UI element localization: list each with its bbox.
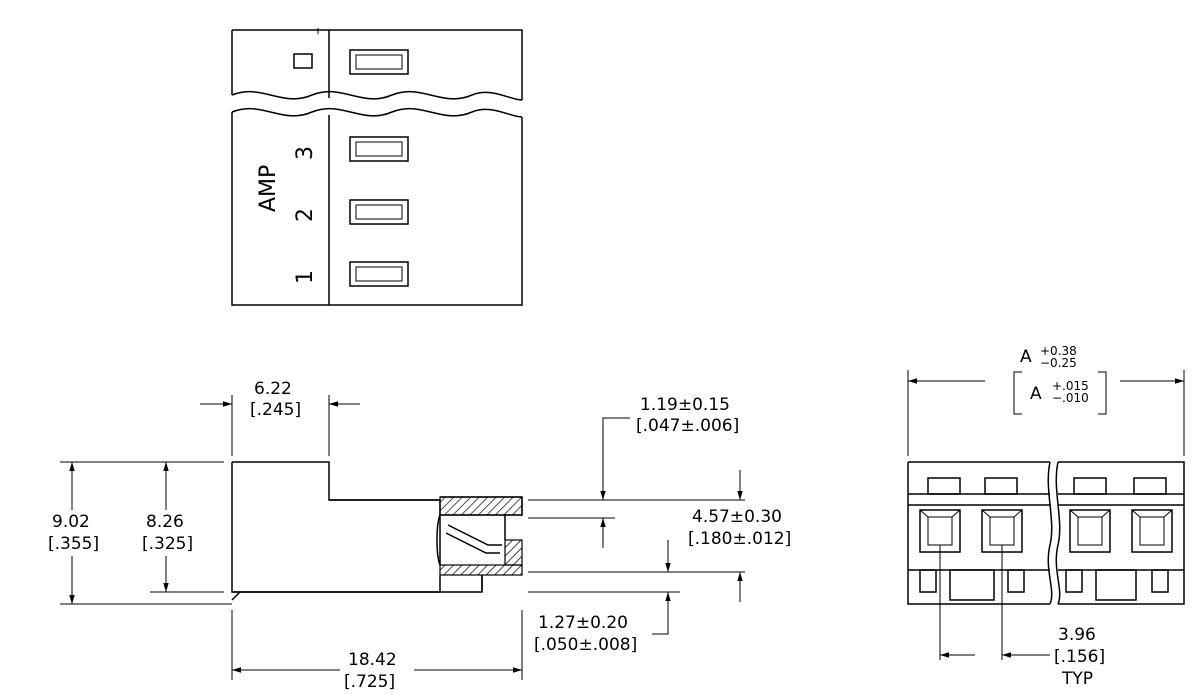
dim-height-inner-mm: 8.26 bbox=[146, 512, 184, 532]
dim-a-tol-minus: −0.25 bbox=[1040, 356, 1077, 370]
dim-pitch-note: TYP bbox=[1061, 669, 1093, 689]
side-view: 6.22 [.245] 9.02 [.355] 8.26 [.325] 18.4… bbox=[48, 379, 791, 692]
dim-a-tol-minus-in: −.010 bbox=[1052, 391, 1089, 405]
dim-height-total-mm: 9.02 bbox=[52, 512, 90, 532]
dim-pitch-mm: 3.96 bbox=[1058, 625, 1096, 645]
contact-windows bbox=[919, 509, 1173, 553]
dim-top-offset-in: [.047±.006] bbox=[636, 416, 739, 436]
pin-label-2: 2 bbox=[293, 208, 318, 222]
dim-a-letter-in: A bbox=[1030, 384, 1042, 404]
dim-length-in: [.725] bbox=[344, 672, 395, 692]
dim-width-in: [.245] bbox=[250, 400, 301, 420]
dim-top-offset-mm: 1.19±0.15 bbox=[640, 395, 730, 415]
pin-label-3: 3 bbox=[293, 146, 318, 160]
amp-label: AMP bbox=[256, 165, 281, 212]
front-view: A +0.38 −0.25 A +.015 −.010 3.96 [.156] … bbox=[907, 344, 1185, 689]
dim-bottom-offset-in: [.050±.008] bbox=[534, 635, 637, 655]
dim-length-mm: 18.42 bbox=[348, 650, 397, 670]
dim-bottom-offset-mm: 1.27±0.20 bbox=[538, 613, 628, 633]
dim-a-letter: A bbox=[1020, 347, 1032, 367]
dim-height-total-in: [.355] bbox=[48, 534, 99, 554]
dim-opening-mm: 4.57±0.30 bbox=[692, 507, 782, 527]
top-view: AMP 3 2 1 bbox=[231, 28, 523, 306]
dim-a-tol-plus: +0.38 bbox=[1040, 344, 1077, 358]
pin-label-1: 1 bbox=[293, 270, 318, 284]
dim-pitch-in: [.156] bbox=[1054, 647, 1105, 667]
dim-a-tol-plus-in: +.015 bbox=[1052, 379, 1089, 393]
dim-width-mm: 6.22 bbox=[254, 379, 292, 399]
dim-height-inner-in: [.325] bbox=[142, 534, 193, 554]
dim-opening-in: [.180±.012] bbox=[688, 529, 791, 549]
